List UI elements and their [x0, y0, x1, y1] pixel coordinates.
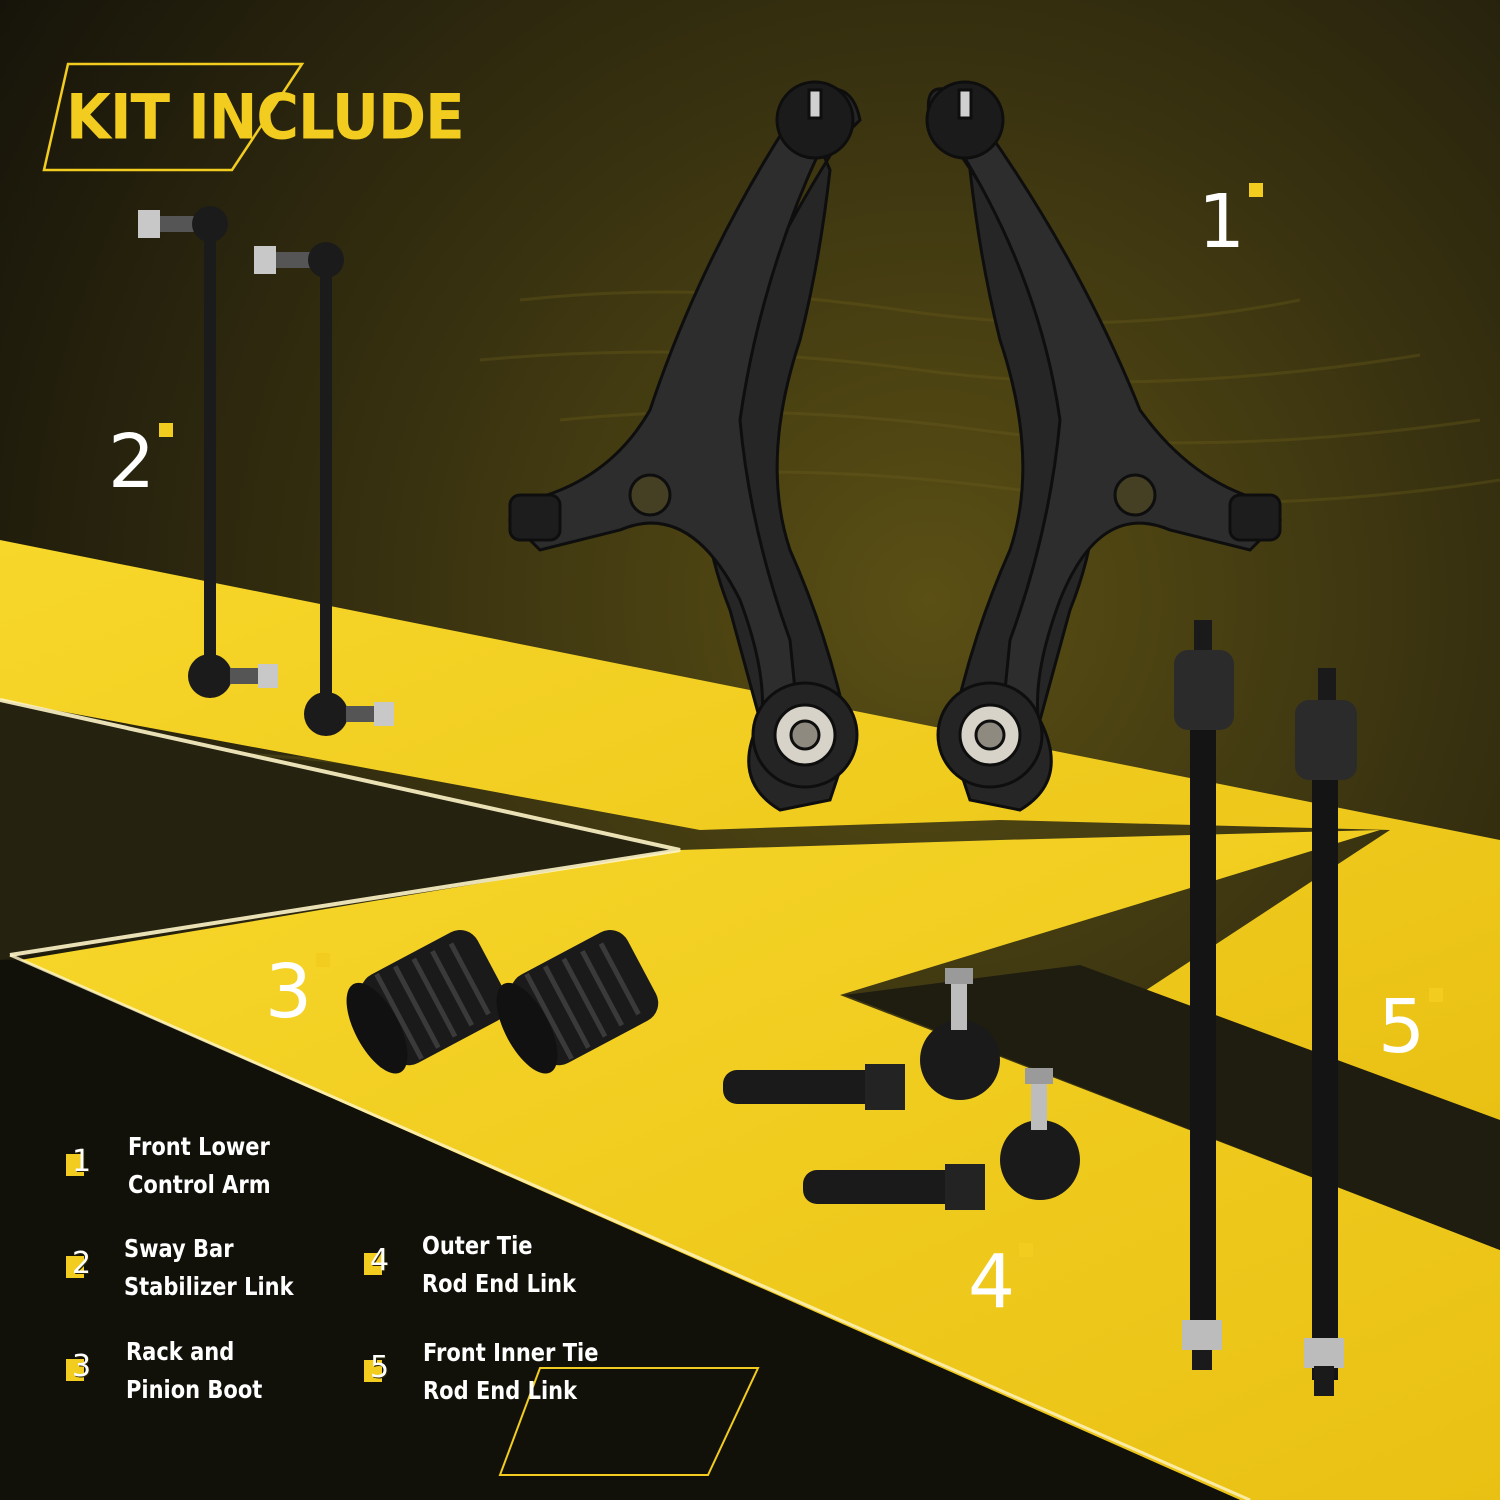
legend-label-line1: Rack and — [126, 1337, 235, 1366]
rack-pinion-boot-illustration — [346, 930, 659, 1074]
legend-label-line2: Rod End Link — [422, 1269, 577, 1298]
legend-badge: 1 — [66, 1144, 100, 1179]
legend-badge: 3 — [66, 1349, 100, 1384]
outer-tie-rod-lower — [803, 1068, 1080, 1210]
legend-label-line1: Sway Bar — [124, 1234, 234, 1263]
callout-number-2: 2 — [108, 423, 174, 499]
legend-label-line1: Front Inner Tie — [423, 1338, 599, 1367]
callout-number-4: 4 — [968, 1243, 1034, 1319]
sway-bar-link-right — [254, 242, 394, 736]
control-arm-illustration — [507, 80, 1283, 812]
legend-label-line2: Stabilizer Link — [124, 1272, 294, 1301]
sway-bar-link-illustration — [138, 206, 394, 736]
callout-number-1: 1 — [1198, 183, 1264, 259]
legend-label-line1: Outer Tie — [422, 1231, 533, 1260]
legend-label-line2: Rod End Link — [423, 1376, 578, 1405]
rack-pinion-boot-right — [496, 930, 659, 1074]
legend-badge: 5 — [364, 1350, 398, 1385]
inner-tie-rod-illustration — [1174, 620, 1357, 1396]
legend-label-line2: Control Arm — [128, 1170, 271, 1199]
rack-pinion-boot-left — [346, 930, 509, 1074]
inner-tie-rod-left — [1174, 620, 1234, 1370]
control-arm-right — [925, 80, 1283, 812]
callout-number-5: 5 — [1378, 988, 1444, 1064]
legend-badge: 4 — [364, 1243, 398, 1278]
callout-number-3: 3 — [265, 953, 331, 1029]
page-title: KIT INCLUDE — [66, 80, 465, 154]
outer-tie-rod-upper — [723, 968, 1000, 1110]
legend-label-line2: Pinion Boot — [126, 1375, 263, 1404]
inner-tie-rod-right — [1295, 668, 1357, 1396]
sway-bar-link-left — [138, 206, 278, 698]
control-arm-left — [507, 80, 862, 812]
legend-label-line1: Front Lower — [128, 1132, 270, 1161]
legend-badge: 2 — [66, 1246, 100, 1281]
outer-tie-rod-illustration — [723, 968, 1080, 1210]
